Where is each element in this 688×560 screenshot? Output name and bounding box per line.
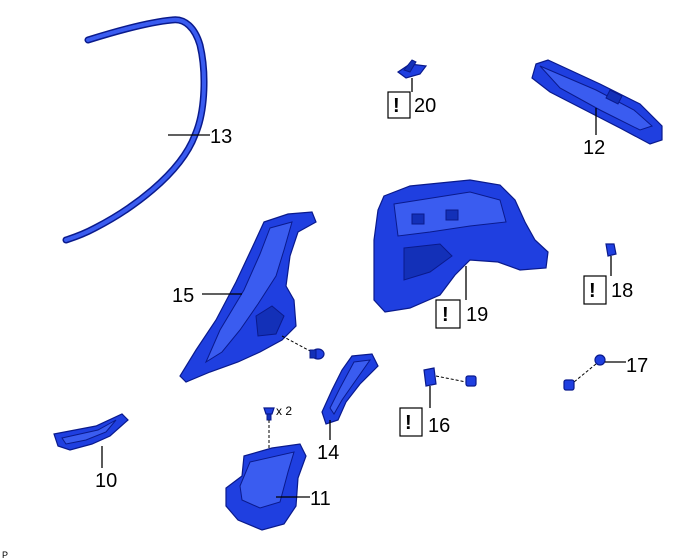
caution-box-19 bbox=[435, 299, 461, 329]
part-20-clip bbox=[396, 59, 428, 79]
part-14-garnish bbox=[321, 353, 379, 425]
callout-18: 18 bbox=[611, 280, 633, 302]
clip-11 bbox=[263, 407, 275, 421]
dash-bolt-16 bbox=[435, 375, 467, 383]
callout-16: 16 bbox=[428, 415, 450, 437]
caution-box-16 bbox=[399, 407, 423, 437]
screw-15 bbox=[309, 348, 325, 360]
callout-19: 19 bbox=[466, 304, 488, 326]
callout-14: 14 bbox=[317, 442, 339, 464]
callout-15: 15 bbox=[172, 285, 194, 307]
caution-icon-16: ! bbox=[405, 412, 412, 434]
quantity-note-11: x 2 bbox=[276, 404, 292, 418]
part-19-quarter-panel bbox=[373, 179, 549, 313]
part-10-scuff-plate bbox=[53, 413, 129, 451]
caution-icon-20: ! bbox=[393, 95, 400, 117]
part-11-lower-trim bbox=[225, 443, 307, 531]
bolt-16 bbox=[465, 375, 477, 387]
part-17-clip bbox=[594, 354, 606, 366]
part-18-clip bbox=[605, 243, 617, 257]
part-16-bracket bbox=[423, 367, 437, 387]
corner-code: P bbox=[2, 550, 8, 560]
callout-11: 11 bbox=[310, 488, 331, 510]
callout-12: 12 bbox=[583, 137, 605, 159]
part-12-rear-trim bbox=[531, 59, 663, 145]
caution-box-18 bbox=[583, 275, 607, 305]
caution-icon-19: ! bbox=[442, 304, 449, 326]
caution-box-20 bbox=[387, 91, 411, 119]
callout-10: 10 bbox=[95, 470, 117, 492]
callout-20: 20 bbox=[414, 95, 436, 117]
part-13-weatherstrip bbox=[62, 16, 208, 244]
dash-screw-15 bbox=[281, 335, 313, 353]
callout-13: 13 bbox=[210, 126, 232, 148]
caution-icon-18: ! bbox=[589, 280, 596, 302]
dash-screw-17 bbox=[573, 363, 597, 383]
part-15-pillar-trim bbox=[179, 211, 317, 383]
callout-17: 17 bbox=[626, 355, 648, 377]
screw-17 bbox=[563, 379, 575, 391]
